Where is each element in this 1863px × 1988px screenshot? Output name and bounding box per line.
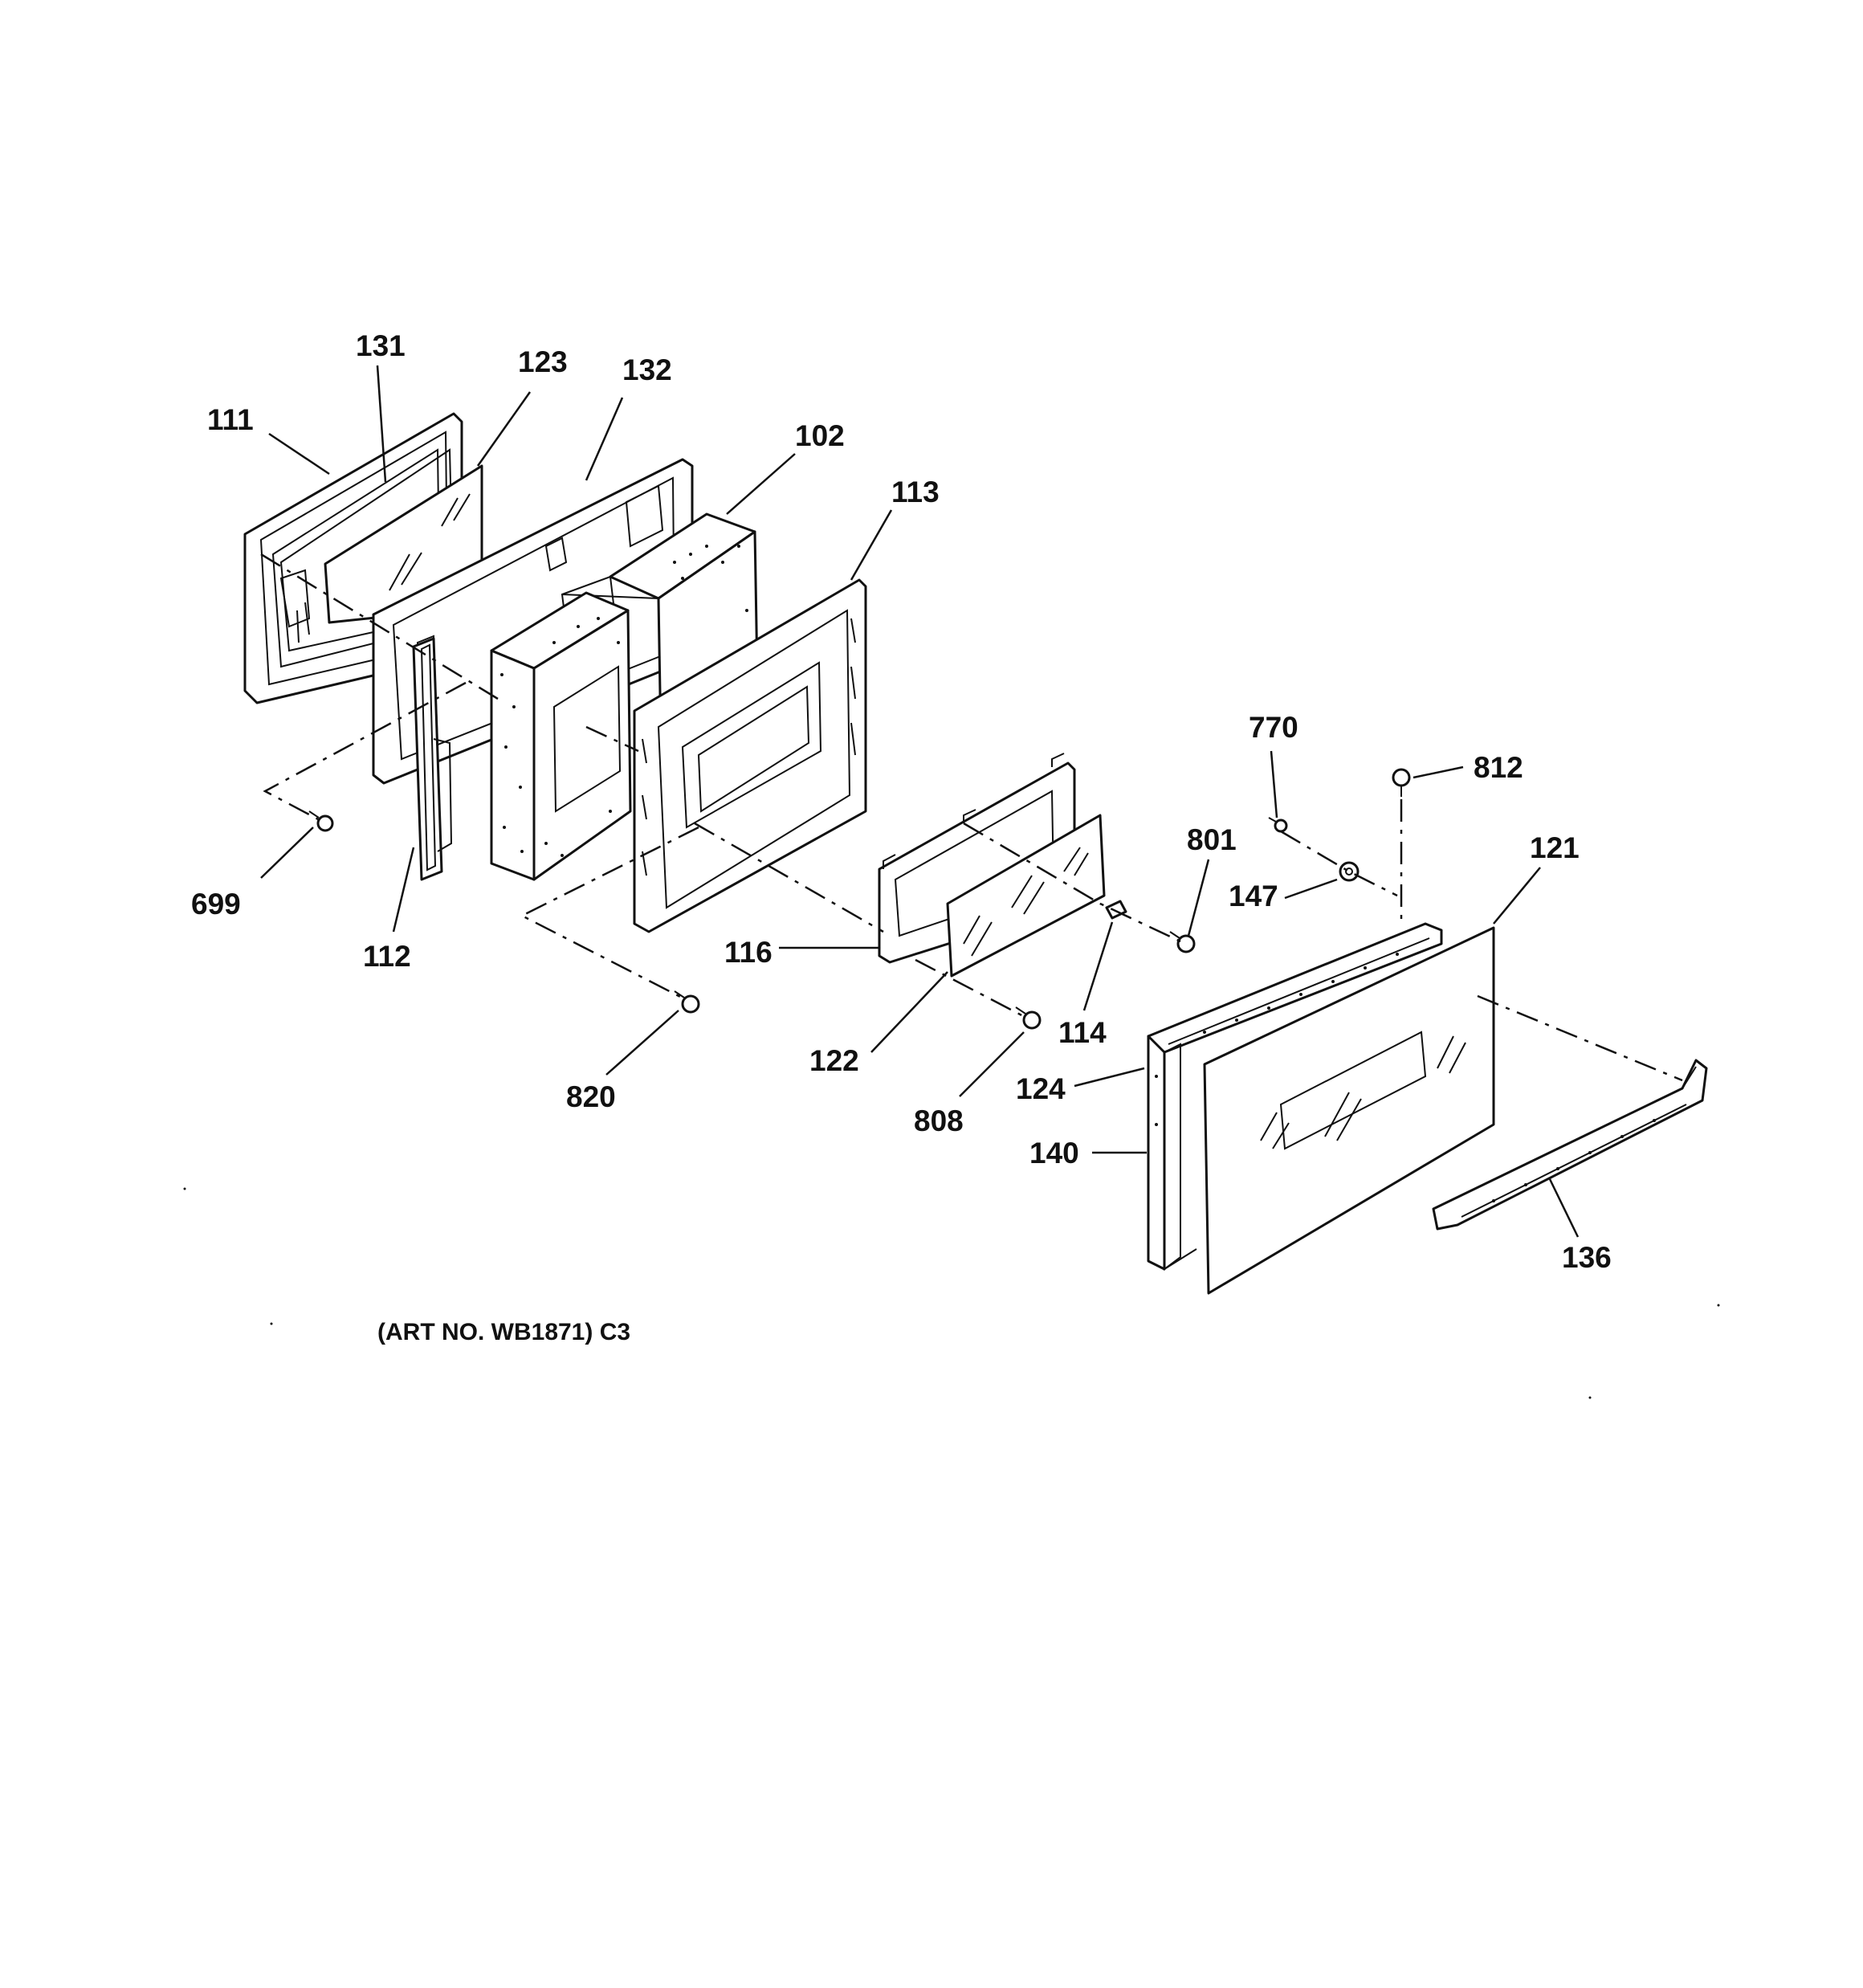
callout-111: 111 — [207, 403, 254, 436]
callout-801: 801 — [1187, 823, 1237, 856]
callout-699: 699 — [191, 888, 241, 921]
callout-113: 113 — [891, 476, 940, 508]
callout-124: 124 — [1016, 1072, 1066, 1105]
callout-820: 820 — [566, 1080, 616, 1113]
callout-116: 116 — [724, 936, 773, 969]
scan-specks — [183, 1187, 1720, 1399]
part-122-door-glass — [946, 814, 1106, 978]
callout-808: 808 — [914, 1104, 964, 1137]
callout-122: 122 — [809, 1044, 859, 1077]
part-121-outer-glass — [1203, 926, 1495, 1295]
part-136-door-handle — [1432, 1059, 1708, 1231]
callout-131: 131 — [356, 329, 406, 362]
screw-808-icon — [1015, 1006, 1042, 1030]
part-140-outer-frame — [1147, 922, 1443, 1271]
art-number-caption: (ART NO. WB1871) C3 — [377, 1319, 630, 1345]
callout-121: 121 — [1530, 831, 1580, 864]
part-114-clip — [1105, 900, 1127, 920]
callout-136: 136 — [1562, 1241, 1612, 1274]
callout-123: 123 — [518, 345, 568, 378]
callout-147: 147 — [1229, 880, 1278, 912]
part-112-hinge-channel — [412, 637, 453, 881]
washer-147-icon — [1339, 861, 1360, 882]
leader-lines — [260, 365, 1580, 1238]
screw-801-icon — [1169, 931, 1196, 953]
screw-770-icon — [1268, 817, 1288, 833]
callout-812: 812 — [1474, 751, 1523, 784]
part-113-inner-panel — [633, 578, 867, 933]
screw-820-icon — [674, 990, 700, 1014]
callout-114: 114 — [1058, 1016, 1107, 1049]
callout-140: 140 — [1029, 1137, 1079, 1170]
callout-132: 132 — [622, 353, 672, 386]
callout-112: 112 — [363, 940, 411, 973]
assembly-lines — [260, 553, 1683, 1082]
part-102-insulation-front — [490, 591, 632, 881]
callout-102: 102 — [795, 419, 845, 452]
screw-812-icon — [1392, 768, 1411, 797]
callouts: 111 131 123 132 102 113 699 112 116 820 … — [191, 329, 1612, 1274]
screw-699-icon — [308, 810, 334, 832]
callout-770: 770 — [1249, 711, 1298, 744]
